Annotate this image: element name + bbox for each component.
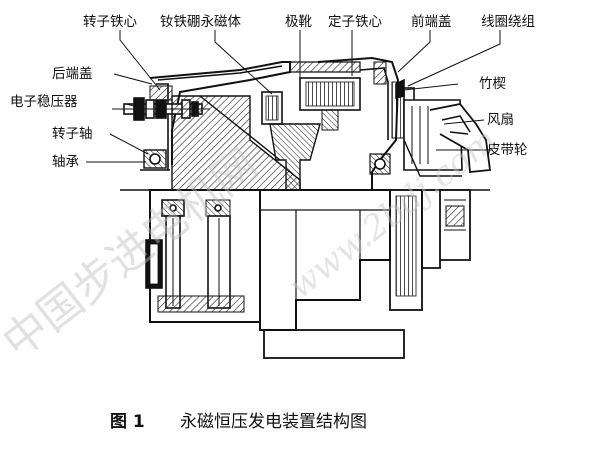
figure-caption: 图 1 永磁恒压发电装置结构图 [110, 412, 367, 432]
label-pole-shoe: 极靴 [285, 14, 312, 30]
bearing-rear [140, 149, 170, 171]
labels: 转子铁心 钕铁硼永磁体 极靴 定子铁心 前端盖 线圈绕组 后端盖 电子稳压器 转… [10, 13, 535, 170]
label-rotor-core: 转子铁心 [83, 14, 137, 30]
caption-number: 图 1 [110, 412, 145, 432]
label-ndfeb-magnet: 钕铁硼永磁体 [160, 14, 241, 30]
lower-fan-pulley [389, 189, 471, 311]
pulley [429, 103, 492, 173]
label-rotor-shaft: 转子轴 [52, 126, 93, 142]
caption-title: 永磁恒压发电装置结构图 [180, 412, 367, 432]
label-bamboo-key: 竹楔 [479, 76, 506, 92]
machine-drawing [112, 56, 492, 359]
ndfeb-magnet [261, 91, 283, 125]
leader-lines [86, 30, 501, 163]
label-bearing: 轴承 [52, 154, 79, 170]
bearing-front [369, 153, 391, 175]
label-front-cover: 前端盖 [411, 13, 452, 30]
bamboo-key [395, 78, 405, 100]
label-voltage-regulator: 电子稳压器 [10, 94, 78, 110]
label-fan: 风扇 [487, 112, 514, 128]
label-pulley: 皮带轮 [487, 142, 528, 158]
label-coil-winding: 线圈绕组 [481, 14, 535, 30]
lower-housing [145, 189, 261, 323]
label-stator-core: 定子铁心 [328, 14, 382, 30]
label-rear-cover: 后端盖 [52, 66, 93, 82]
stator-core [289, 61, 361, 131]
